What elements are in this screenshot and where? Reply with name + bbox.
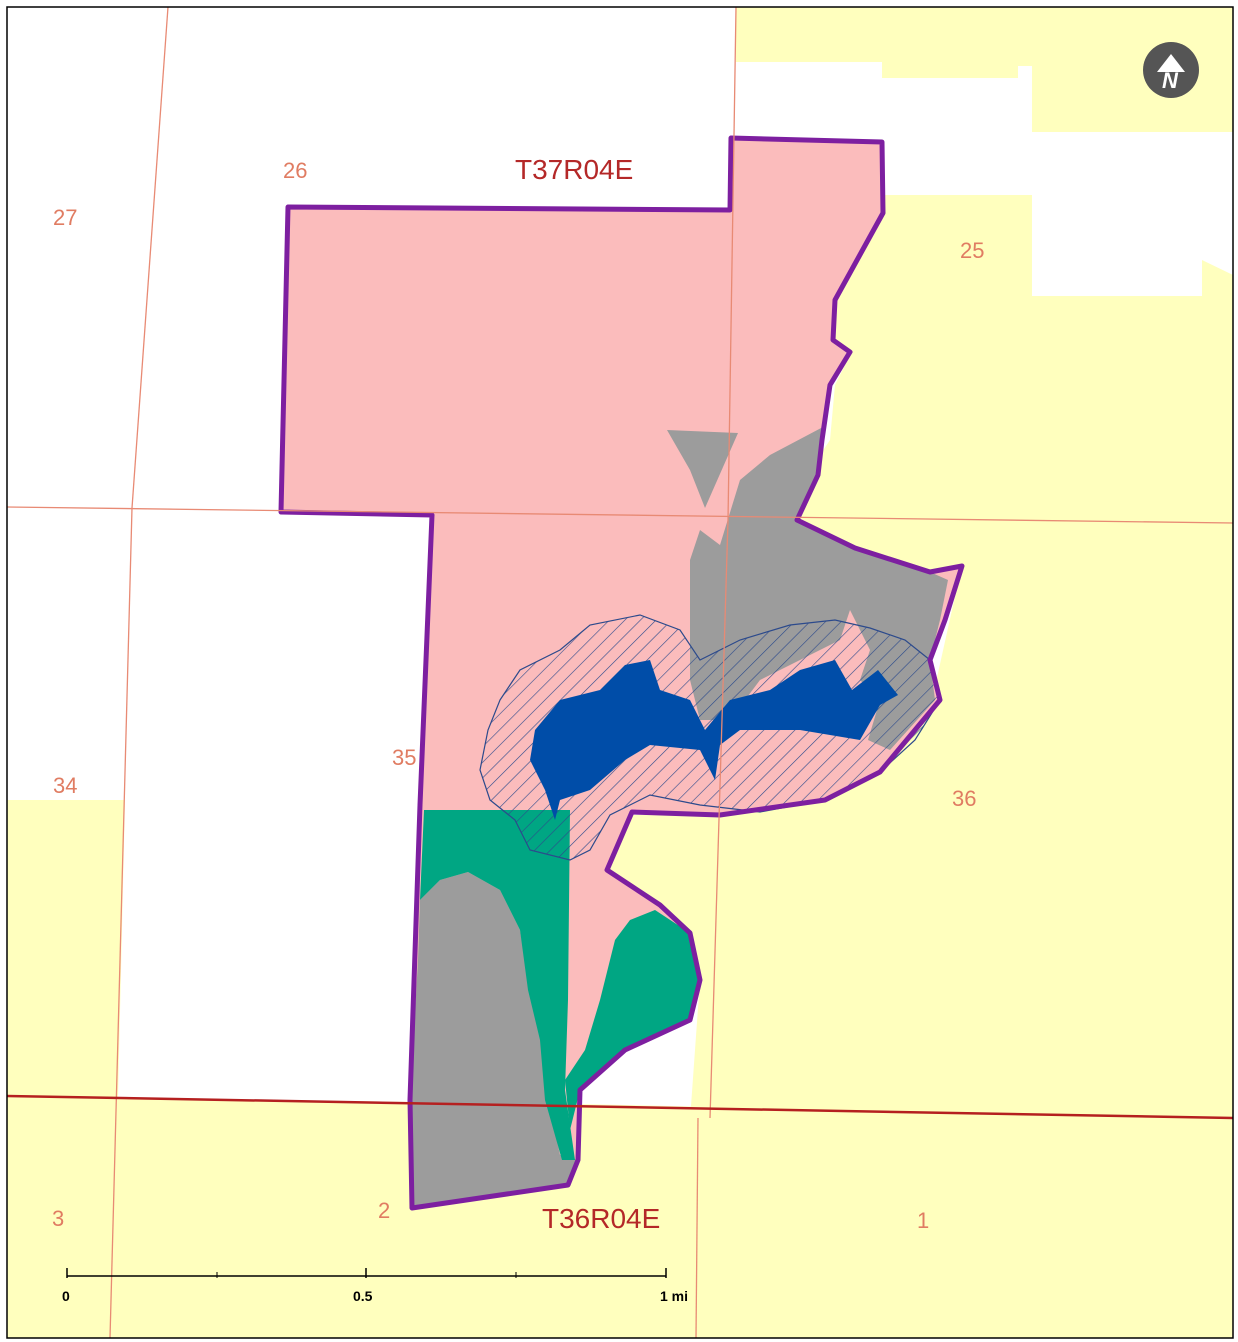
scale-label-start: 0 bbox=[62, 1288, 70, 1304]
north-arrow-icon: N bbox=[1143, 42, 1199, 98]
gray-zone-north bbox=[667, 430, 738, 508]
adjacent-land-south bbox=[7, 1096, 1233, 1338]
scale-label-end: 1 mi bbox=[660, 1288, 688, 1304]
map-border bbox=[6, 6, 1234, 1339]
section-label-34: 34 bbox=[53, 773, 77, 798]
section-grid bbox=[7, 7, 1233, 1338]
adjacent-land-east bbox=[606, 195, 1233, 1120]
section-label-1: 1 bbox=[917, 1208, 929, 1233]
green-zone-east bbox=[565, 910, 700, 1130]
township-line bbox=[7, 1094, 1233, 1120]
parcel-boundary[interactable] bbox=[278, 135, 965, 1211]
north-arrow-letter: N bbox=[1162, 68, 1179, 93]
scale-label-mid: 0.5 bbox=[353, 1288, 373, 1304]
section-label-35: 35 bbox=[392, 745, 416, 770]
green-zone-west bbox=[420, 810, 575, 1160]
section-label-25: 25 bbox=[960, 238, 984, 263]
township-label-north: T37R04E bbox=[515, 154, 633, 185]
adjacent-land-northeast bbox=[736, 7, 1233, 132]
scale-bar: 0 0.5 1 mi bbox=[62, 1268, 688, 1304]
water-body[interactable] bbox=[530, 660, 898, 820]
section-label-26: 26 bbox=[283, 158, 307, 183]
section-label-36: 36 bbox=[952, 786, 976, 811]
township-label-south: T36R04E bbox=[542, 1203, 660, 1234]
section-label-3: 3 bbox=[52, 1206, 64, 1231]
adjacent-land-west bbox=[7, 800, 125, 1098]
gray-zone-south bbox=[410, 872, 578, 1208]
section-label-27: 27 bbox=[53, 205, 77, 230]
section-label-2: 2 bbox=[378, 1198, 390, 1223]
